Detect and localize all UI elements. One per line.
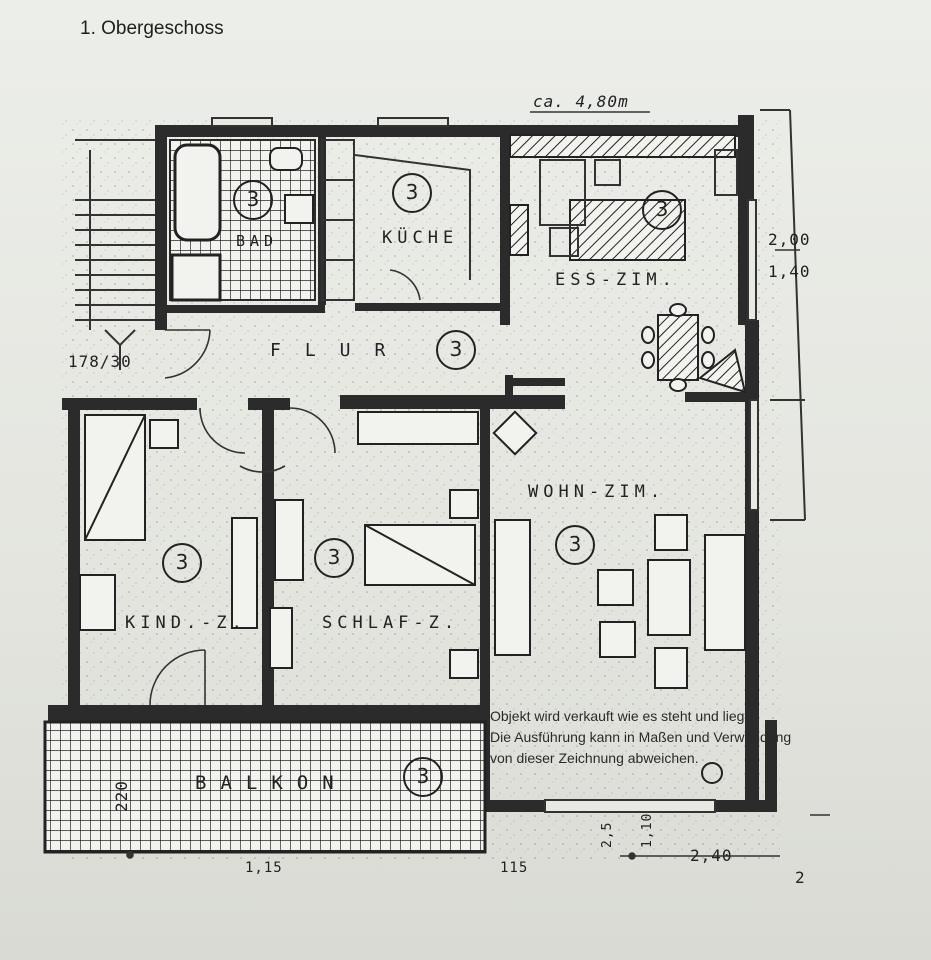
notice-line-2: Die Ausführung kann in Maßen und Verwend… — [490, 729, 792, 745]
cabinet-outline — [539, 159, 586, 226]
dim-bottom-b: 1,10 — [640, 812, 655, 848]
circle-number-ess: 3 — [655, 197, 669, 221]
circle-number-wohn: 3 — [568, 532, 582, 556]
staircase — [75, 139, 160, 370]
room-label-flur: FLUR — [270, 340, 410, 361]
circle-number-kueche: 3 — [405, 180, 419, 204]
sink — [284, 194, 314, 224]
built-in-cabinet — [509, 134, 736, 158]
dim-bottom-a: 2,5 — [600, 821, 615, 848]
room-label-bad: BAD — [236, 232, 279, 250]
disclaimer-notice: Objekt wird verkauft wie es steht und li… — [490, 706, 820, 769]
room-label-balkon: BALKON — [195, 772, 348, 794]
balcony-tiles — [43, 720, 487, 854]
dim-right-a: 2,00 — [768, 230, 811, 249]
dim-bottom-d: 2 — [795, 868, 806, 887]
kids-furniture — [79, 414, 258, 631]
circle-number-bad: 3 — [246, 187, 260, 211]
bathtub — [173, 143, 222, 242]
door-swings — [149, 269, 421, 706]
dim-stair: 178/30 — [68, 352, 132, 371]
dim-bottom-c: 2,40 — [690, 846, 733, 865]
room-label-schlaf: SCHLAF-Z. — [322, 613, 460, 633]
dimension-lines — [126, 111, 830, 860]
room-label-wohn: WOHN-ZIM. — [528, 482, 666, 502]
notice-line-1: Objekt wird verkauft wie es steht und li… — [490, 708, 753, 724]
shower-tray — [170, 253, 222, 302]
dim-balcony-depth: 220 — [112, 780, 131, 812]
circle-number-kind: 3 — [175, 550, 189, 574]
room-label-ess: ESS-ZIM. — [555, 270, 677, 290]
dim-top-width: ca. 4,80m — [533, 92, 629, 111]
circle-number-schlaf: 3 — [327, 545, 341, 569]
dim-right-b: 1,40 — [768, 262, 811, 281]
dining-table — [641, 303, 747, 394]
page-title: 1. Obergeschoss — [80, 18, 224, 39]
sideboard — [509, 204, 529, 256]
room-label-kueche: KÜCHE — [382, 228, 459, 248]
notice-line-3: von dieser Zeichnung abweichen. — [490, 750, 699, 766]
kitchen-counter — [321, 139, 471, 301]
circle-number-flur: 3 — [449, 337, 463, 361]
circle-number-balkon: 3 — [416, 764, 430, 788]
toilet — [269, 147, 303, 171]
dim-bottom-left: 1,15 — [245, 860, 283, 876]
hatched-table — [569, 199, 686, 261]
living-furniture — [492, 410, 746, 784]
windows — [211, 109, 806, 813]
bedroom-furniture — [269, 411, 479, 679]
room-label-kind: KIND.-Z. — [125, 613, 247, 633]
dim-bottom-mid: 115 — [500, 860, 529, 876]
